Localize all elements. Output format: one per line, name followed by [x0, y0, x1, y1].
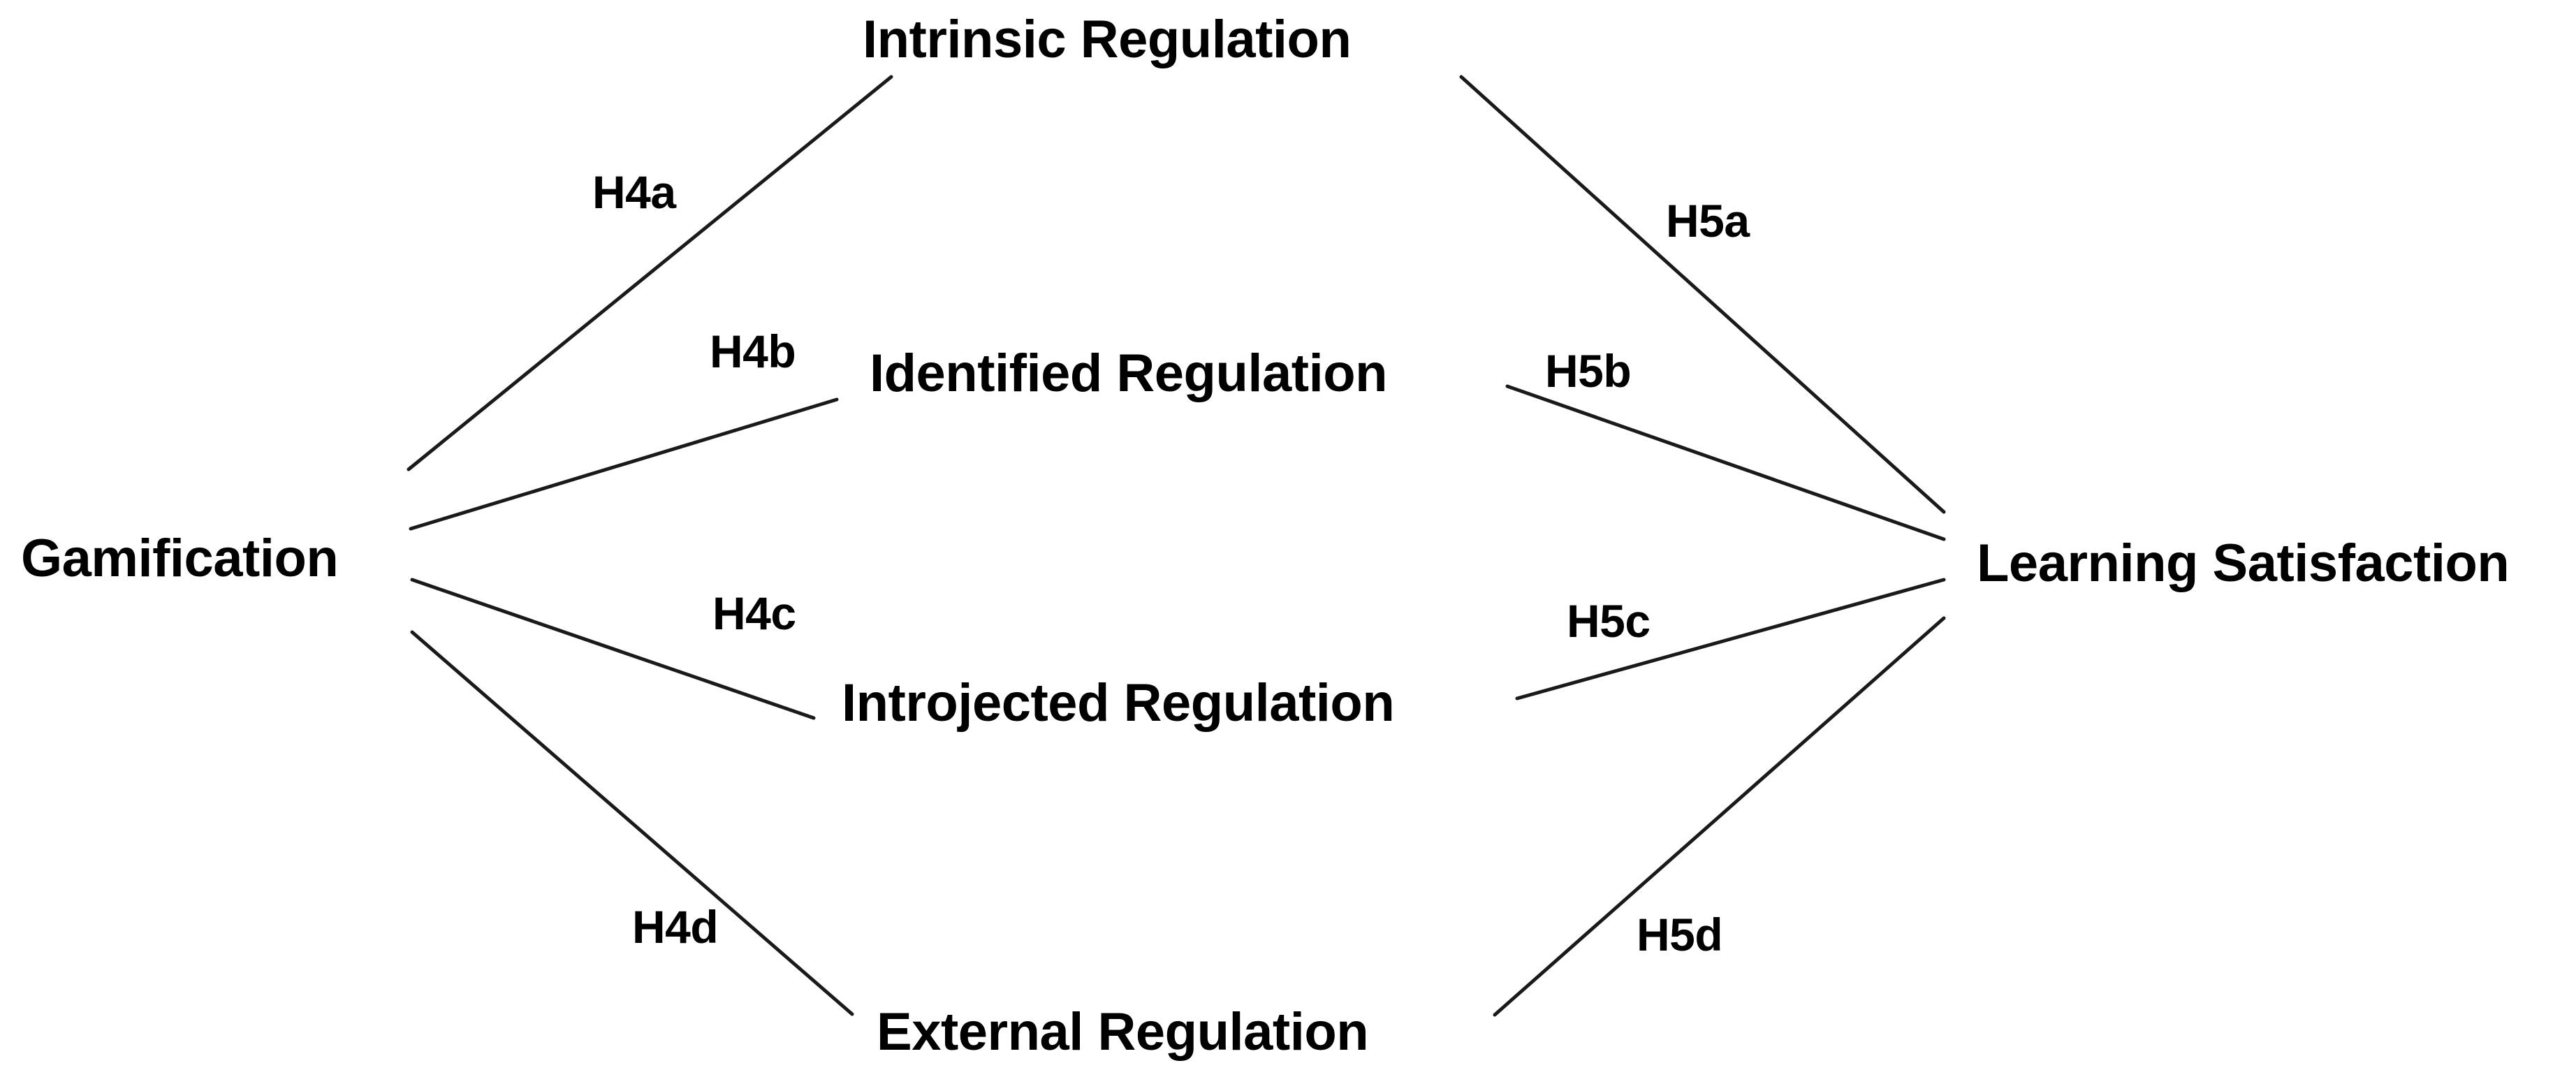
- path-label-h4a: H4a: [592, 166, 676, 218]
- node-learning-satisfaction: Learning Satisfaction: [1977, 534, 2510, 593]
- path-line-h5b: [1505, 384, 1946, 541]
- path-line-h4c: [410, 578, 816, 720]
- path-label-h4c: H4c: [712, 587, 796, 639]
- path-label-h4b: H4b: [710, 325, 796, 377]
- path-line-h5c: [1515, 578, 1946, 701]
- node-identified-regulation: Identified Regulation: [870, 344, 1388, 403]
- path-line-h4a: [407, 75, 893, 471]
- node-intrinsic-regulation: Intrinsic Regulation: [863, 10, 1352, 69]
- node-gamification: Gamification: [21, 529, 339, 588]
- node-external-regulation: External Regulation: [877, 1002, 1369, 1062]
- node-introjected-regulation: Introjected Regulation: [842, 673, 1395, 733]
- path-label-h5c: H5c: [1567, 595, 1651, 647]
- path-label-h5b: H5b: [1545, 345, 1632, 397]
- path-label-h5a: H5a: [1666, 195, 1750, 247]
- path-line-h4d: [410, 630, 854, 1016]
- path-label-h5d: H5d: [1637, 909, 1723, 960]
- path-line-h5a: [1459, 75, 1946, 514]
- path-label-h4d: H4d: [632, 901, 719, 953]
- path-line-h4b: [409, 397, 839, 531]
- path-line-h5d: [1493, 616, 1946, 1017]
